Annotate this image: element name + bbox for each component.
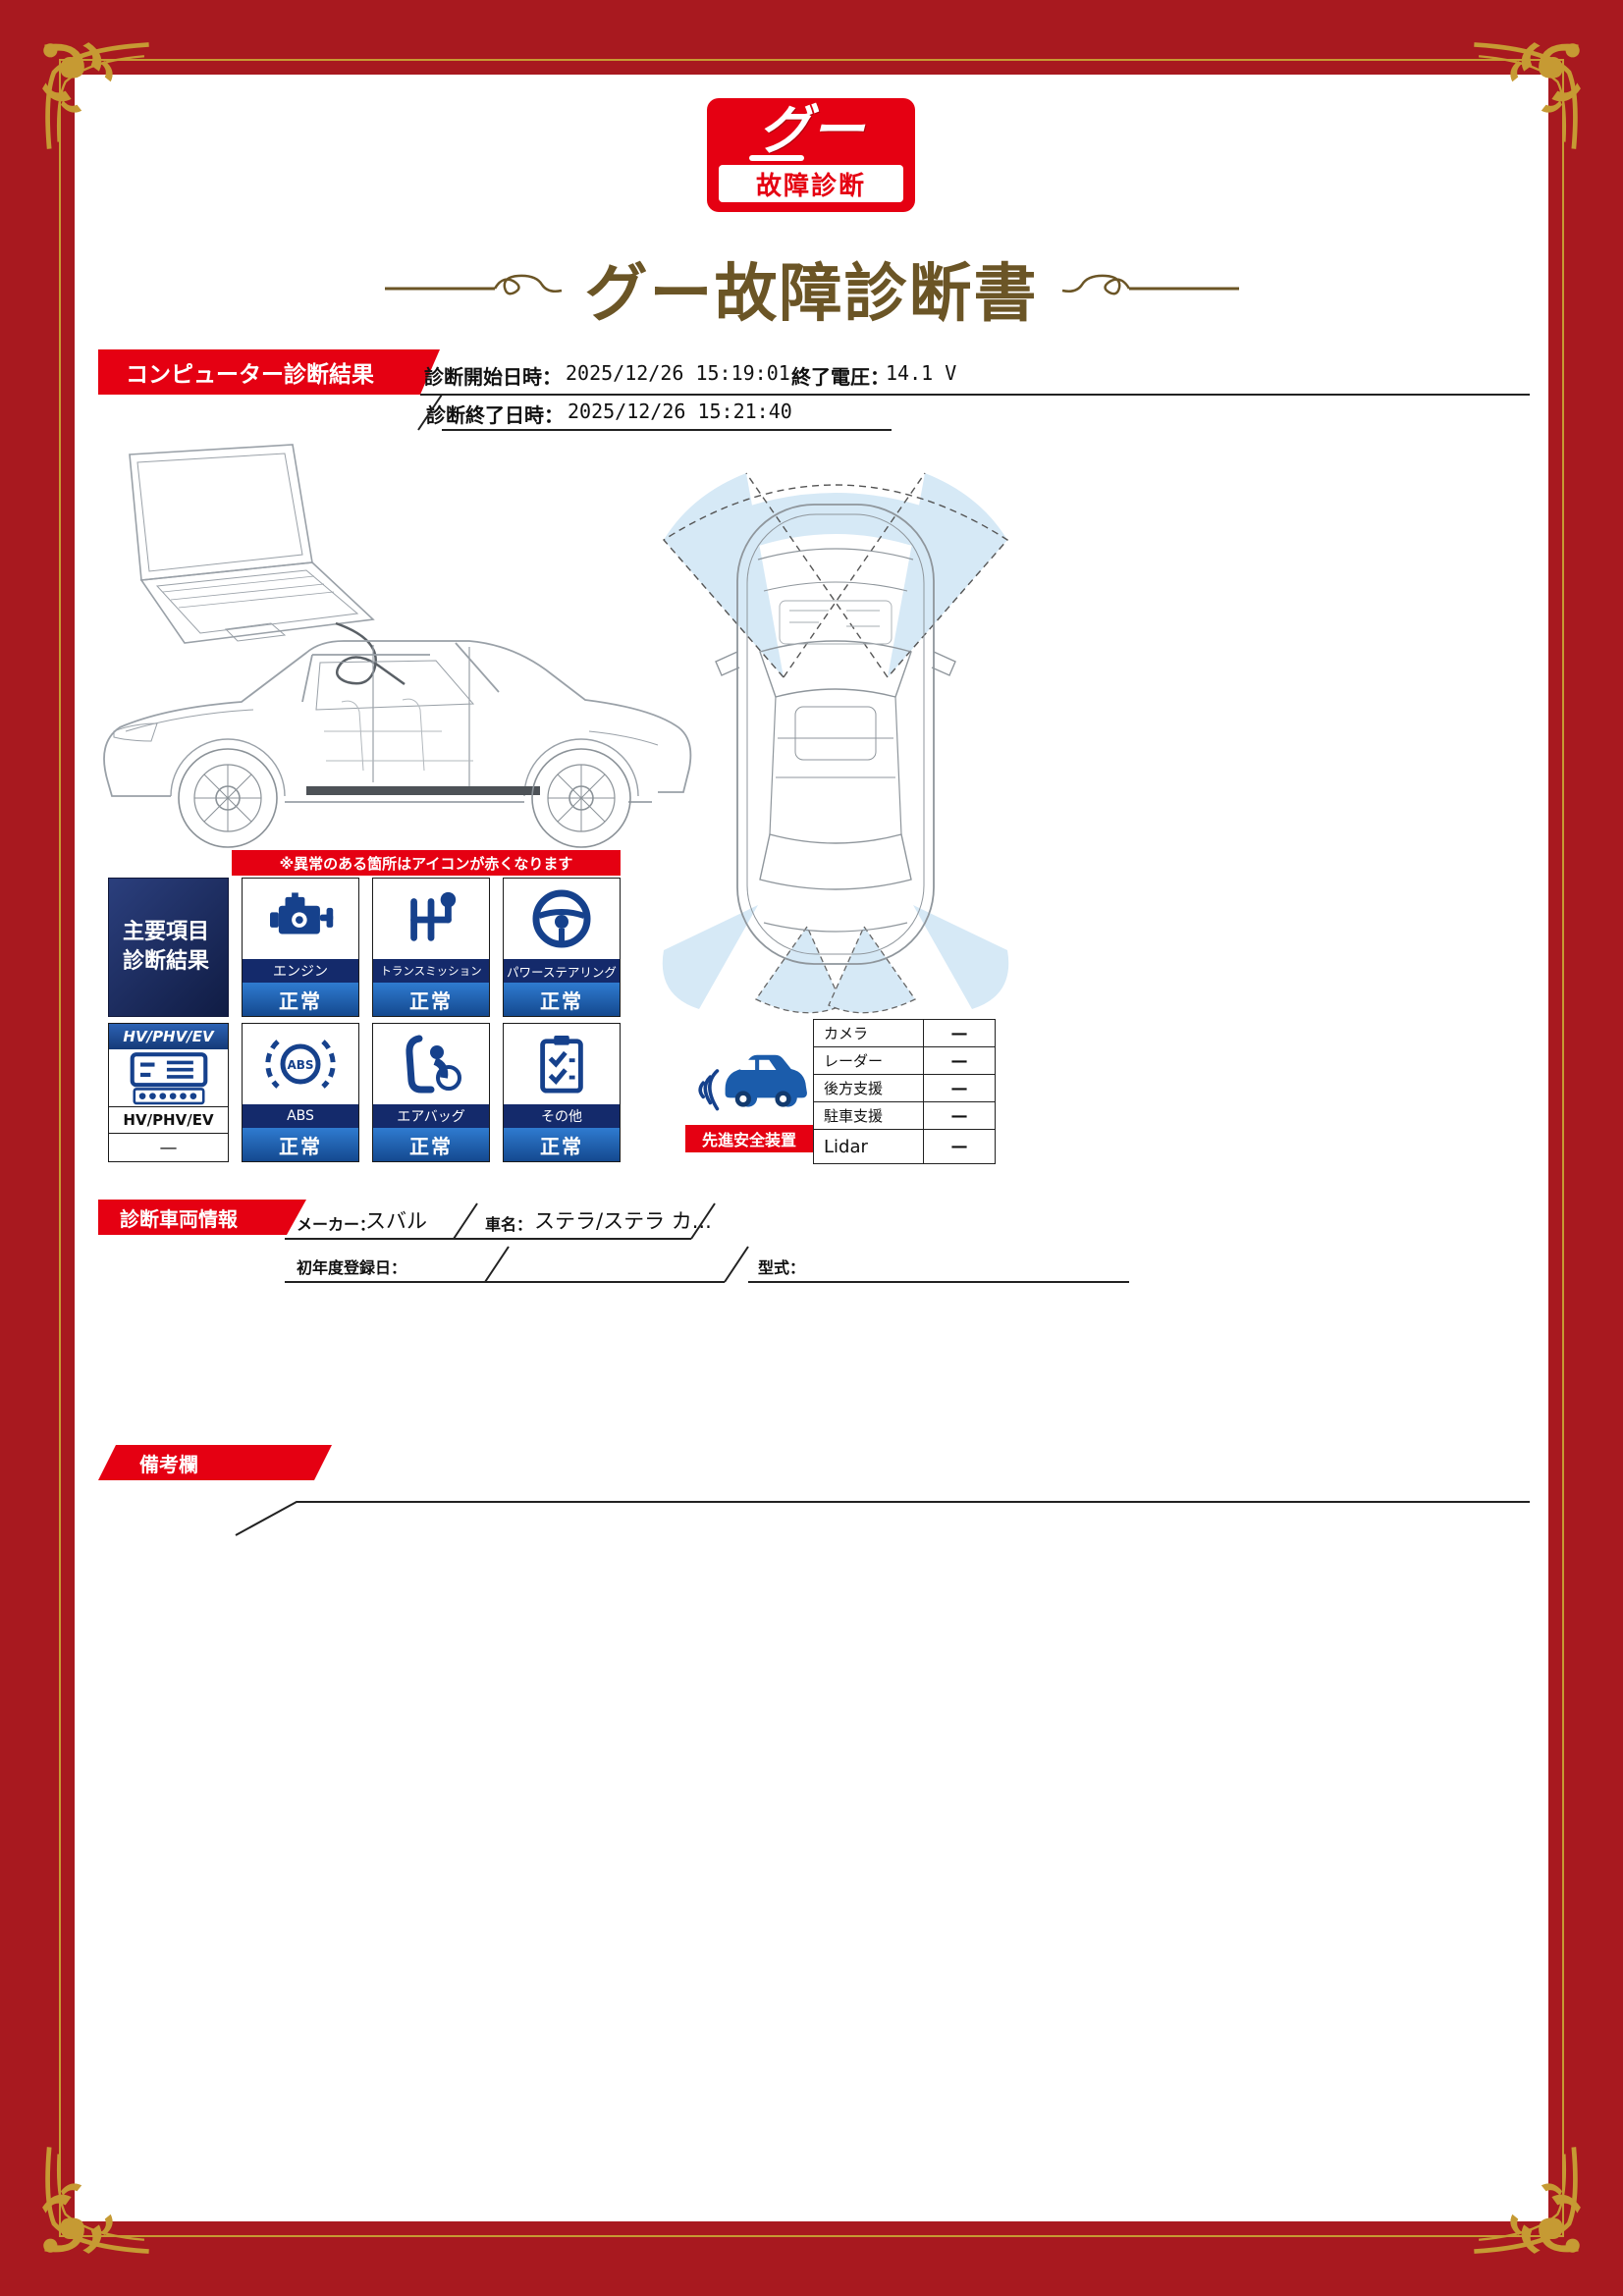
diagnosis-end-label: 診断終了日時：	[426, 403, 564, 427]
table-row: Lidar —	[814, 1130, 995, 1163]
computer-results-banner-label: コンピューター診断結果	[126, 362, 374, 388]
diagnostic-item-name: その他	[504, 1104, 620, 1128]
vehicle-info-banner: 診断車両情報	[98, 1200, 306, 1235]
remarks-banner-label: 備考欄	[139, 1452, 198, 1476]
remarks-banner: 備考欄	[98, 1445, 332, 1480]
flourish-right-icon	[1061, 274, 1239, 295]
diagnostic-item-status: 正常	[373, 983, 489, 1016]
table-row: 駐車支援 —	[814, 1102, 995, 1130]
remarks-rule-line	[235, 1501, 1530, 1536]
main-panel-line2: 診断結果	[123, 949, 210, 974]
goo-logo: グー 故障診断	[707, 98, 915, 212]
end-voltage-value: 14.1 V	[886, 361, 957, 385]
car-name-value: ステラ/ステラ カ...	[534, 1209, 712, 1233]
diagnostic-item-status: 正常	[373, 1128, 489, 1161]
safety-row-name: 駐車支援	[814, 1102, 924, 1129]
diagnostic-item-status: 正常	[243, 983, 358, 1016]
topview-car-sensors-illustration	[662, 472, 1009, 1014]
safety-row-value: —	[950, 1137, 968, 1156]
logo-swoosh	[749, 155, 804, 161]
diagnostic-cell-other: その他 正常	[503, 1023, 621, 1162]
hv-cell-name: HV/PHV/EV	[109, 1105, 228, 1134]
diagnostic-item-name: ABS	[243, 1104, 358, 1128]
safety-row-name: カメラ	[814, 1020, 924, 1046]
safety-row-name: レーダー	[814, 1047, 924, 1074]
first-registration-label: 初年度登録日：	[297, 1258, 407, 1277]
svg-text:ABS: ABS	[287, 1058, 313, 1072]
transmission-icon	[373, 879, 489, 959]
diagnostic-item-status: 正常	[504, 983, 620, 1016]
diagnostic-item-status: 正常	[243, 1128, 358, 1161]
vehicle-info-banner-label: 診断車両情報	[120, 1206, 238, 1231]
safety-table: カメラ — レーダー — 後方支援 — 駐車支援 — Lidar —	[813, 1019, 996, 1164]
airbag-icon	[373, 1024, 489, 1104]
maker-value: スバル	[365, 1209, 427, 1233]
end-voltage-label: 終了電圧：	[791, 365, 890, 389]
diagnostic-cell-hv: HV/PHV/EV HV/PHV/EV —	[108, 1023, 229, 1162]
diagnostic-item-name: パワーステアリング	[504, 959, 620, 983]
hv-meter-icon	[109, 1049, 228, 1106]
safety-row-name: 後方支援	[814, 1075, 924, 1101]
goo-logo-text: グー	[758, 99, 864, 161]
logo-subtitle: 故障診断	[719, 165, 903, 202]
abnormal-notice: ※異常のある箇所はアイコンが赤くなります	[232, 850, 621, 876]
diagnosis-end-value: 2025/12/26 15:21:40	[568, 400, 792, 423]
diagnostic-cell-engine: エンジン 正常	[242, 878, 359, 1017]
diagnosis-start-value: 2025/12/26 15:19:01	[566, 361, 790, 385]
maker-label: メーカー：	[297, 1215, 376, 1234]
main-panel-line1: 主要項目	[123, 920, 210, 944]
flourish-left-icon	[384, 274, 562, 295]
safety-row-value: —	[950, 1078, 968, 1098]
hv-cell-status: —	[109, 1133, 228, 1161]
table-row: 後方支援 —	[814, 1075, 995, 1102]
model-code-label: 型式：	[758, 1258, 806, 1277]
diagnostic-item-name: エアバッグ	[373, 1104, 489, 1128]
computer-results-banner: コンピューター診断結果	[98, 349, 440, 395]
diagnostic-cell-airbag: エアバッグ 正常	[372, 1023, 490, 1162]
diagnostic-cell-abs: ABS ABS 正常	[242, 1023, 359, 1162]
diagnostic-item-status: 正常	[504, 1128, 620, 1161]
vehicle-rule-lines	[285, 1202, 1129, 1283]
diagnostic-item-name: トランスミッション	[373, 959, 489, 983]
safety-row-value: —	[950, 1023, 968, 1043]
safety-car-icon	[687, 1021, 811, 1123]
safety-row-value: —	[950, 1050, 968, 1071]
car-name-label: 車名：	[485, 1215, 533, 1234]
safety-row-value: —	[950, 1105, 968, 1126]
engine-icon	[243, 879, 358, 959]
page-title: グー故障診断書	[584, 258, 1039, 331]
header-rule-lines	[417, 394, 1530, 431]
advanced-safety-label: 先進安全装置	[685, 1125, 813, 1152]
clipboard-check-icon	[504, 1024, 620, 1104]
table-row: カメラ —	[814, 1020, 995, 1047]
diagnostic-item-name: エンジン	[243, 959, 358, 983]
diagnostic-cell-transmission: トランスミッション 正常	[372, 878, 490, 1017]
title-row: グー故障診断書	[0, 243, 1623, 334]
diagnostic-cell-power-steering: パワーステアリング 正常	[503, 878, 621, 1017]
table-row: レーダー —	[814, 1047, 995, 1075]
laptop-car-illustration	[103, 444, 692, 848]
hv-cell-header: HV/PHV/EV	[109, 1024, 228, 1049]
steering-wheel-icon	[504, 879, 620, 959]
main-results-panel: 主要項目 診断結果	[108, 878, 229, 1017]
diagnosis-start-label: 診断開始日時：	[424, 365, 562, 389]
abs-icon: ABS	[243, 1024, 358, 1104]
safety-row-name: Lidar	[814, 1130, 924, 1163]
